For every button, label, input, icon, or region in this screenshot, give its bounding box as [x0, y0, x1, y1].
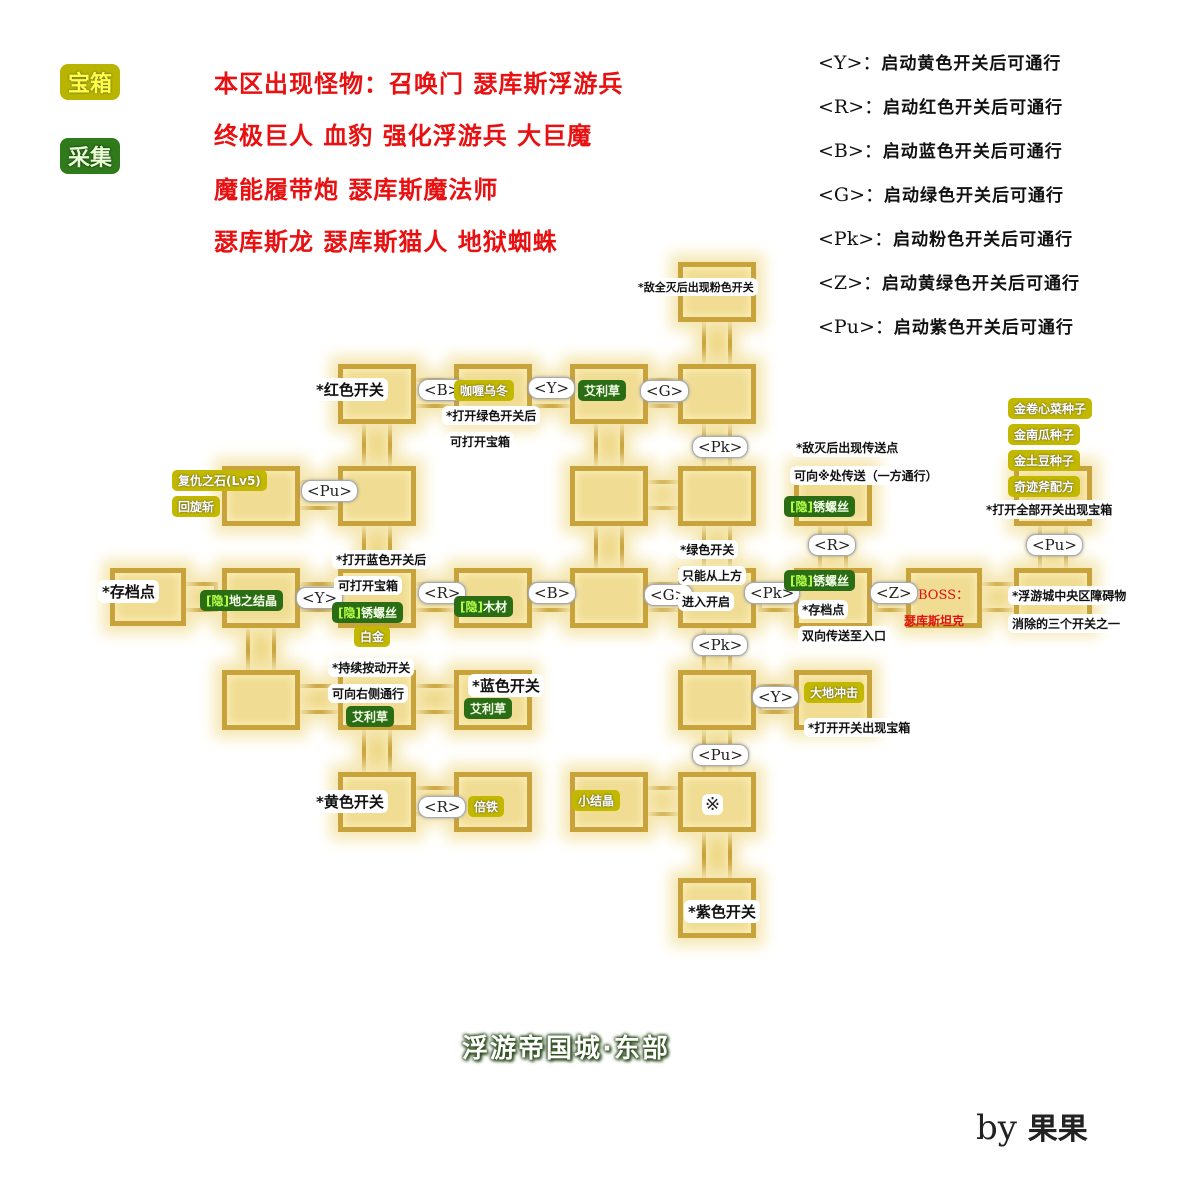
note-save-point-3: 双向传送至入口: [798, 626, 891, 645]
note-hold-switch-1: *持续按动开关: [328, 658, 415, 677]
chest-spin-slash: 回旋斩: [172, 496, 221, 517]
gather-legend-tag: 采集: [60, 138, 121, 174]
note-green-switch-2: 只能从上方: [678, 566, 747, 585]
gate-legend-purple: <Pu>：启动紫色开关后可通行: [818, 316, 1074, 338]
note-purple-switch: *紫色开关: [684, 900, 760, 923]
gather-rusty-screw: [隐]锈螺丝: [784, 570, 855, 591]
boss-label: BOSS：: [918, 588, 970, 603]
gate-yellow: <Y>: [752, 686, 800, 708]
note-blue-switch: *蓝色开关: [468, 674, 544, 697]
gate-blue: <B>: [528, 582, 577, 604]
gate-red: <R>: [808, 534, 857, 556]
gate-purple: <Pu>: [1026, 534, 1083, 556]
note-barrier-2: 消除的三个开关之一: [1008, 614, 1125, 633]
chest-miracle-axe-recipe: 奇迹斧配方: [1008, 476, 1081, 497]
note-all-switch-chest: *打开全部开关出现宝箱: [982, 500, 1117, 519]
note-green-after-1: *打开绿色开关后: [442, 406, 541, 425]
gate-legend-yellowgreen: <Z>：启动黄绿色开关后可通行: [818, 272, 1081, 294]
gate-purple: <Pu>: [301, 480, 358, 502]
chest-revenge-stone: 复仇之石(Lv5): [172, 470, 267, 491]
gather-herb: 艾利草: [578, 380, 627, 401]
note-green-switch-3: 进入开启: [678, 592, 735, 611]
boss-name: 瑟库斯坦克: [904, 614, 965, 628]
teleport-mark: ※: [702, 794, 724, 815]
gate-yellow: <Y>: [296, 587, 344, 609]
chest-platinum: 白金: [354, 626, 391, 647]
note-hold-switch-2: 可向右侧通行: [328, 684, 409, 703]
chest-gold-cabbage-seed: 金卷心菜种子: [1008, 398, 1093, 419]
gate-legend-pink: <Pk>：启动粉色开关后可通行: [818, 228, 1074, 250]
gather-rusty-screw: [隐]锈螺丝: [784, 496, 855, 517]
gate-yellow: <Y>: [528, 377, 576, 399]
note-red-switch: *红色开关: [312, 378, 388, 401]
gate-red: <R>: [418, 796, 467, 818]
gate-legend-blue: <B>：启动蓝色开关后可通行: [818, 140, 1063, 162]
gate-pink: <Pk>: [692, 436, 749, 458]
gate-legend-yellow: <Y>：启动黄色开关后可通行: [818, 52, 1062, 74]
note-pink-switch-appear: *敌全灭后出现粉色开关: [634, 278, 758, 296]
monster-list-line-4: 瑟库斯龙 瑟库斯猫人 地狱蜘蛛: [214, 227, 558, 256]
note-green-switch-1: *绿色开关: [676, 540, 739, 559]
chest-small-crystal: 小结晶: [572, 790, 621, 811]
gate-purple: <Pu>: [692, 744, 749, 766]
monster-list-line-2: 终极巨人 血豹 强化浮游兵 大巨魔: [214, 121, 593, 150]
note-teleport-2: 可向※处传送（一方通行）: [790, 466, 942, 485]
chest-curry-udon: 咖喱乌冬: [454, 380, 515, 401]
note-teleport-1: *敌灭后出现传送点: [792, 438, 903, 457]
gather-earth-crystal: [隐]地之结晶: [200, 590, 283, 611]
note-yellow-switch: *黄色开关: [312, 790, 388, 813]
gather-wood: [隐]木材: [454, 596, 513, 617]
gate-green: <G>: [640, 380, 690, 402]
map-title: 浮游帝国城·东部: [462, 1034, 670, 1064]
chest-gold-potato-seed: 金土豆种子: [1008, 450, 1081, 471]
chest-legend-tag: 宝箱: [60, 64, 121, 100]
note-blue-after-1: *打开蓝色开关后: [332, 550, 431, 569]
note-save-point: *存档点: [98, 580, 159, 603]
gate-legend-red: <R>：启动红色开关后可通行: [818, 96, 1064, 118]
gate-yellowgreen: <Z>: [870, 582, 918, 604]
gather-rusty-screw: [隐]锈螺丝: [332, 602, 403, 623]
credit: by 果果: [976, 1108, 1088, 1148]
chest-earth-strike: 大地冲击: [804, 682, 865, 703]
gate-legend-green: <G>：启动绿色开关后可通行: [818, 184, 1065, 206]
monster-list-line-1: 本区出现怪物：召唤门 瑟库斯浮游兵: [214, 69, 624, 98]
note-save-point-2: *存档点: [798, 600, 849, 619]
note-blue-after-2: 可打开宝箱: [334, 576, 403, 595]
gather-herb: 艾利草: [464, 698, 513, 719]
gather-herb: 艾利草: [346, 706, 395, 727]
chest-gold-pumpkin-seed: 金南瓜种子: [1008, 424, 1081, 445]
gate-pink: <Pk>: [692, 634, 749, 656]
chest-double-iron: 倍铁: [468, 796, 505, 817]
note-barrier-1: *浮游城中央区障碍物: [1008, 586, 1131, 605]
note-open-switch-chest: *打开开关出现宝箱: [804, 718, 915, 737]
note-green-after-2: 可打开宝箱: [446, 432, 515, 451]
monster-list-line-3: 魔能履带炮 瑟库斯魔法师: [214, 175, 499, 204]
